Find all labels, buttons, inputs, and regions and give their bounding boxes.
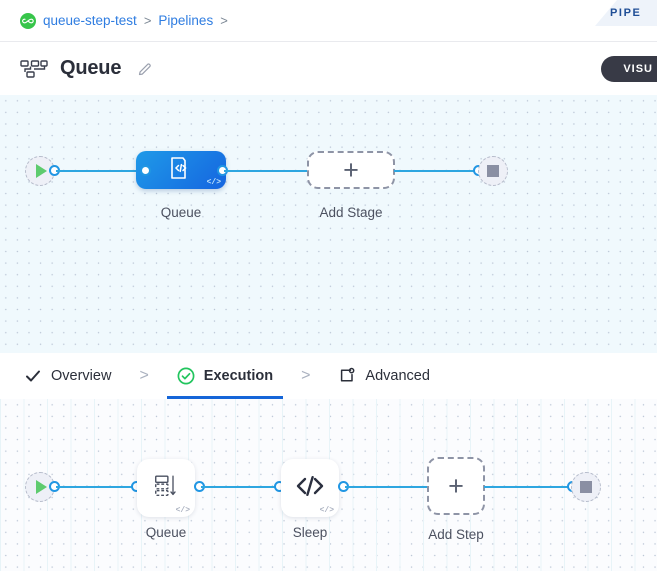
breadcrumb-separator: >: [143, 13, 152, 28]
stage-canvas[interactable]: </> Queue + Add Stage: [0, 95, 657, 353]
ribbon-label: PIPE: [610, 7, 642, 19]
step-end-node[interactable]: [571, 472, 601, 502]
node-label-add-stage: Add Stage: [319, 205, 383, 220]
node-label-step-sleep: Sleep: [292, 525, 328, 540]
queue-stack-icon: [152, 472, 180, 505]
stop-icon: [487, 165, 499, 177]
stop-icon: [580, 481, 592, 493]
check-icon: [24, 367, 42, 385]
breadcrumb: queue-step-test > Pipelines >: [0, 0, 657, 41]
node-label-stage-queue: Queue: [160, 205, 202, 220]
tab-advanced[interactable]: Advanced: [336, 353, 432, 399]
tab-label-advanced: Advanced: [365, 368, 430, 384]
edge-addstep-to-end: [484, 485, 574, 488]
edge-addstage-to-end: [394, 169, 480, 172]
node-step-sleep[interactable]: </>: [281, 459, 339, 517]
gear-box-icon: [338, 367, 356, 385]
visualize-button[interactable]: VISU: [601, 55, 657, 82]
node-step-queue[interactable]: </>: [137, 459, 195, 517]
page-title: Queue: [60, 57, 122, 79]
breadcrumb-item-pipelines[interactable]: Pipelines: [158, 13, 214, 28]
edge-sleep-to-addstep: [345, 485, 428, 488]
check-circle-icon: [177, 367, 195, 385]
pencil-icon[interactable]: [137, 61, 153, 77]
node-stage-queue[interactable]: </>: [136, 151, 226, 189]
breadcrumb-item-project[interactable]: queue-step-test: [43, 13, 137, 28]
code-badge: </>: [175, 506, 190, 515]
edge-start-to-queue: [56, 169, 146, 172]
page-header: Queue VISU: [0, 41, 657, 95]
step-canvas[interactable]: </> Queue </> Sleep + Add Step: [0, 399, 657, 571]
breadcrumb-separator: >: [220, 13, 228, 28]
node-label-step-queue: Queue: [145, 525, 187, 540]
edge-start-to-queue-step: [56, 485, 136, 488]
node-add-stage[interactable]: +: [307, 151, 395, 189]
tab-label-execution: Execution: [203, 368, 274, 384]
node-label-add-step: Add Step: [428, 527, 484, 542]
infinity-circle-icon: [20, 12, 36, 29]
tab-execution[interactable]: Execution: [166, 353, 284, 399]
edge-queue-to-sleep: [201, 485, 280, 488]
play-icon: [36, 480, 47, 494]
edge-queue-to-addstage: [224, 169, 308, 172]
plus-icon: +: [343, 154, 359, 185]
play-icon: [36, 164, 47, 178]
tab-separator-icon: >: [139, 367, 149, 384]
tab-overview[interactable]: Overview: [22, 353, 113, 399]
tab-label-overview: Overview: [51, 368, 112, 384]
stage-end-node[interactable]: [478, 156, 508, 186]
step-start-node[interactable]: [25, 472, 55, 502]
script-document-icon: [168, 155, 194, 186]
pipeline-hierarchy-icon: [20, 59, 48, 79]
plus-icon: +: [448, 470, 464, 501]
pipeline-tabs: Overview > Execution > Advanced: [0, 353, 657, 399]
node-add-step[interactable]: +: [427, 457, 485, 515]
stage-queue-in-port[interactable]: [140, 165, 151, 176]
tab-separator-icon: >: [301, 367, 311, 384]
code-badge: </>: [319, 506, 334, 515]
code-badge: </>: [206, 178, 221, 187]
code-icon: [294, 473, 326, 504]
